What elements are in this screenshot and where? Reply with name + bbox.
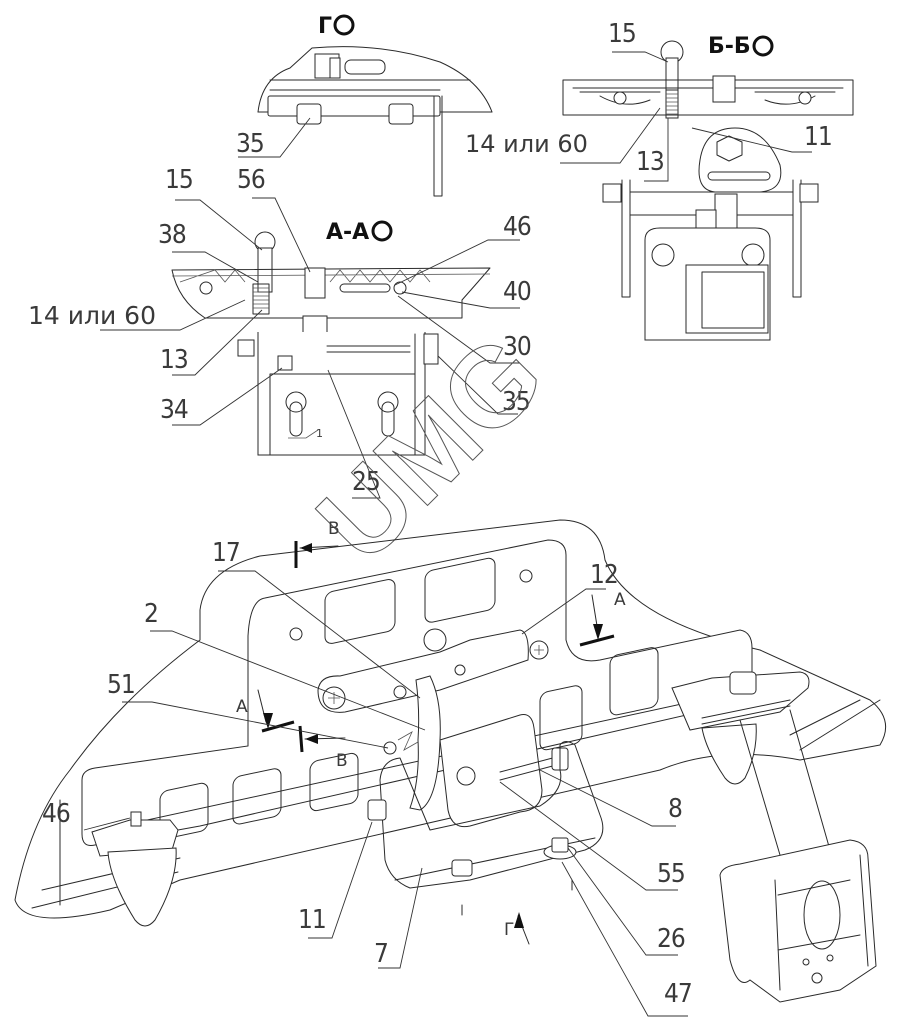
view-g-bracket xyxy=(267,95,441,117)
callout-17: 17 xyxy=(212,538,240,568)
view-bb-seat-plate xyxy=(562,79,854,116)
callout-35: 35 xyxy=(236,129,264,159)
callout-15: 15 xyxy=(608,19,636,49)
view-g: Г 35 xyxy=(236,14,493,197)
plate-window xyxy=(309,752,359,812)
callout-13: 13 xyxy=(160,345,188,375)
callout-26: 26 xyxy=(657,924,685,954)
callout-14-or-60: 14 или 60 xyxy=(465,130,588,158)
right-bumper xyxy=(701,723,757,785)
damper-unit xyxy=(719,839,877,1003)
arrow-icon xyxy=(300,543,312,553)
bolt xyxy=(289,627,303,641)
left-bumper xyxy=(107,847,177,927)
callout-2: 2 xyxy=(144,599,158,629)
plate-window xyxy=(609,647,659,716)
section-label-v-bottom: В xyxy=(336,751,348,771)
view-bb: Б-Б 15 14 или 60 1 xyxy=(465,19,854,341)
callout-8: 8 xyxy=(668,794,682,824)
callout-7: 7 xyxy=(374,939,388,969)
view-g-seat-outline xyxy=(257,46,493,113)
callout-11: 11 xyxy=(804,122,832,152)
right-bumper-bracket xyxy=(671,671,810,731)
callout-14-or-60: 14 или 60 xyxy=(28,301,156,330)
callout-15: 15 xyxy=(165,165,193,195)
section-label-a-right: А xyxy=(614,590,626,610)
bolt xyxy=(519,569,533,583)
view-aa-seat-plate xyxy=(171,267,491,319)
view-bb-damper xyxy=(685,264,769,334)
callout-40: 40 xyxy=(503,277,531,307)
u-bracket xyxy=(379,741,604,889)
view-g-nut xyxy=(296,103,322,125)
callout-12: 12 xyxy=(590,560,618,590)
arrow-icon xyxy=(305,734,318,744)
view-g-bracket-leg xyxy=(433,95,443,197)
plate-window xyxy=(324,579,396,644)
main-assembly: В А А В Г 17 12 2 51 46 8 55 11 26 xyxy=(14,519,887,1017)
callout-34: 34 xyxy=(160,395,188,425)
view-aa-marker-icon xyxy=(371,220,393,242)
callout-11: 11 xyxy=(298,905,326,935)
view-bb-title: Б-Б xyxy=(708,34,751,59)
callout-46: 46 xyxy=(503,212,531,242)
view-g-arrow-icon xyxy=(514,912,524,928)
view-bb-link xyxy=(698,127,782,193)
view-label-g: Г xyxy=(504,920,514,940)
plate-window xyxy=(539,685,583,751)
view-bb-marker-icon xyxy=(752,35,774,57)
nut xyxy=(451,859,473,877)
swing-bracket xyxy=(439,714,543,828)
section-mark-a-right xyxy=(579,634,615,647)
nut xyxy=(367,799,387,821)
left-bumper-bracket xyxy=(91,819,179,857)
dimension-1: 1 xyxy=(316,427,323,440)
plate-window xyxy=(159,782,209,839)
right-bumper-nut xyxy=(729,671,757,695)
callout-25: 25 xyxy=(352,467,380,497)
hook-lever xyxy=(409,675,441,811)
nut xyxy=(551,837,569,853)
callout-30: 30 xyxy=(503,332,531,362)
view-aa-frame xyxy=(257,332,426,456)
view-g-title: Г xyxy=(318,14,332,39)
axle xyxy=(499,755,561,781)
callout-13: 13 xyxy=(636,147,664,177)
plate-window xyxy=(424,557,496,623)
section-label-a-left: А xyxy=(236,697,248,717)
view-g-nut xyxy=(388,103,414,125)
section-label-v-top: В xyxy=(328,519,340,539)
lever-bracket xyxy=(317,629,529,713)
callout-46: 46 xyxy=(42,799,70,829)
plate-window xyxy=(232,768,282,825)
view-aa-title: А-А xyxy=(326,220,369,245)
view-aa: А-А 1 15 56 38 46 xyxy=(28,165,532,499)
callout-35: 35 xyxy=(502,387,530,417)
section-mark-v-bottom xyxy=(298,725,304,753)
view-bb-spring xyxy=(665,89,679,119)
callout-51: 51 xyxy=(107,670,135,700)
arrow-icon xyxy=(263,713,273,729)
callout-56: 56 xyxy=(237,165,265,195)
callout-38: 38 xyxy=(158,220,186,250)
callout-47: 47 xyxy=(664,979,692,1009)
view-g-marker-icon xyxy=(333,14,355,36)
arrow-icon xyxy=(593,624,603,640)
callout-55: 55 xyxy=(657,859,685,889)
roller xyxy=(423,628,447,652)
